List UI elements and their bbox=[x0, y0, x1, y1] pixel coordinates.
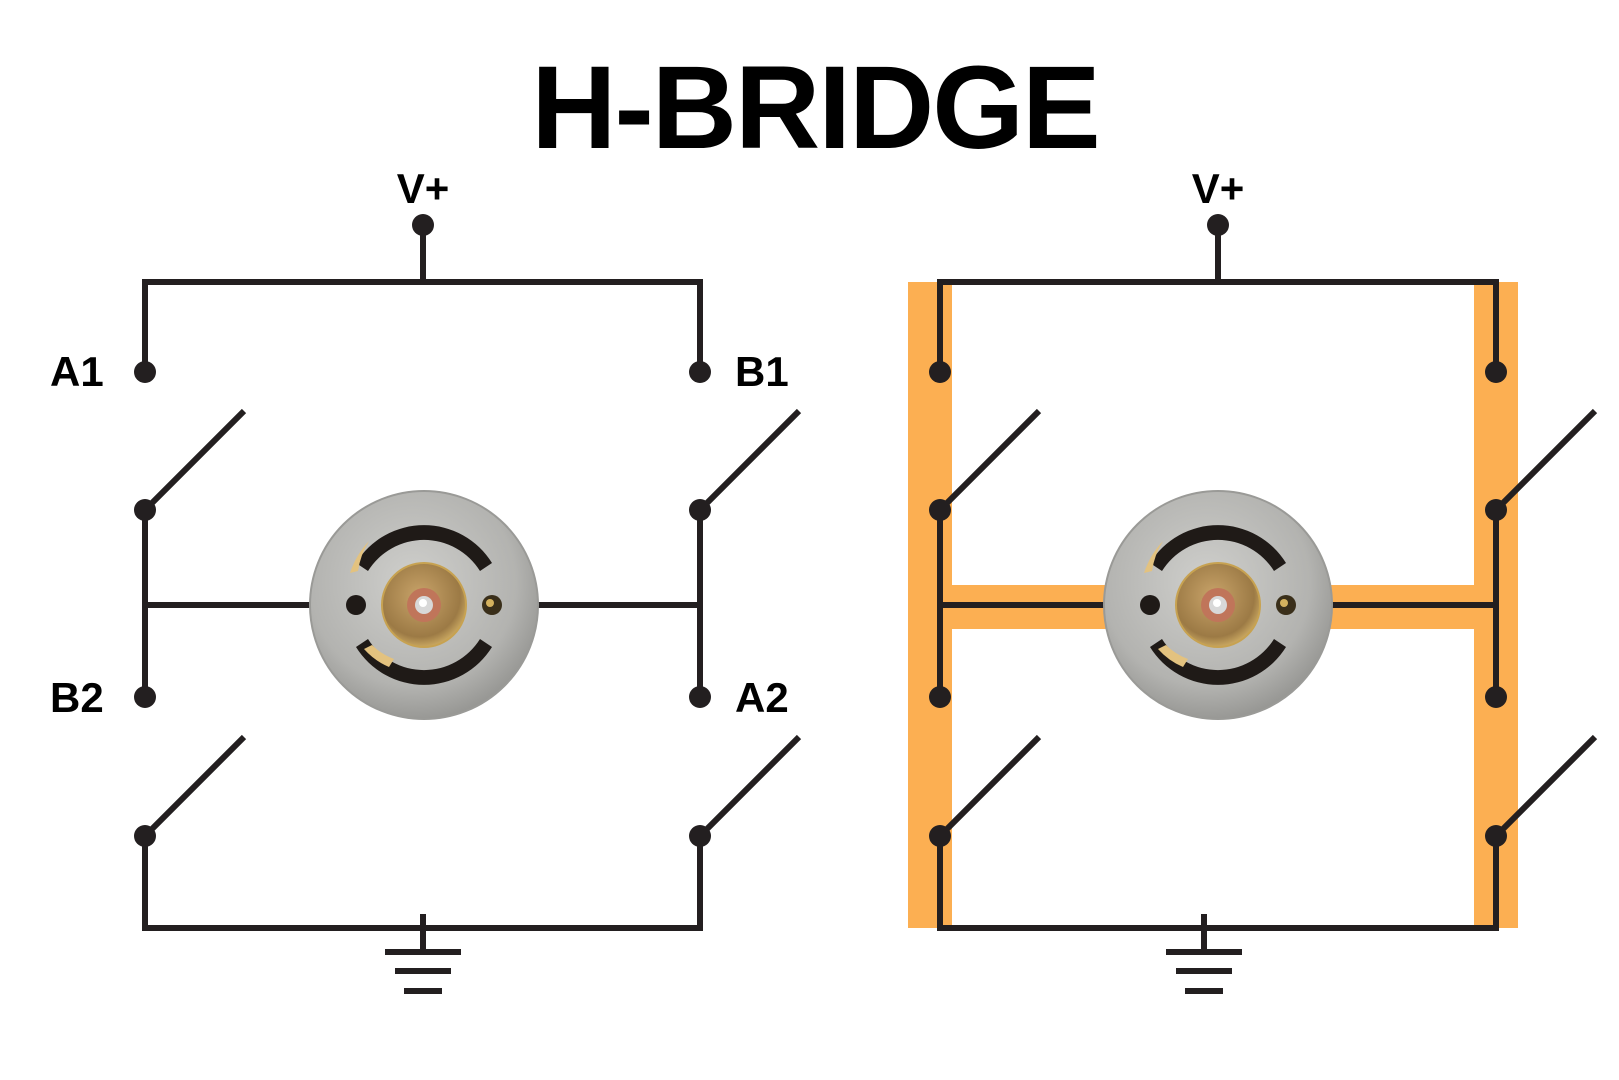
supply-label: V+ bbox=[397, 165, 450, 212]
switch-top-right-terminal-top bbox=[1485, 361, 1507, 383]
switch-label-b1: B1 bbox=[735, 348, 789, 395]
right-h-bridge: V+ bbox=[908, 165, 1598, 994]
supply-label: V+ bbox=[1192, 165, 1245, 212]
switch-a2-terminal-top bbox=[689, 686, 711, 708]
switch-b1-terminal-top bbox=[689, 361, 711, 383]
switch-b1-blade bbox=[697, 408, 802, 513]
left-h-bridge: V+ A1 B1 B2 A2 bbox=[50, 165, 802, 994]
dc-motor-icon bbox=[1103, 490, 1333, 720]
top-rail bbox=[142, 279, 703, 372]
switch-a1-blade bbox=[142, 408, 247, 513]
switch-label-a1: A1 bbox=[50, 348, 104, 395]
switch-bottom-left-terminal-top bbox=[929, 686, 951, 708]
bottom-rail bbox=[937, 836, 1499, 931]
switch-a2-blade bbox=[697, 734, 802, 839]
switch-bottom-right-blade bbox=[1493, 734, 1598, 839]
switch-top-left-blade bbox=[937, 408, 1042, 513]
ground-icon bbox=[1166, 914, 1242, 994]
dc-motor-icon bbox=[309, 490, 539, 720]
switch-b2-blade bbox=[142, 734, 247, 839]
switch-label-b2: B2 bbox=[50, 674, 104, 721]
switch-bottom-right-terminal-top bbox=[1485, 686, 1507, 708]
top-rail bbox=[937, 279, 1499, 372]
switch-top-right-blade bbox=[1493, 408, 1598, 513]
switch-bottom-left-blade bbox=[937, 734, 1042, 839]
ground-icon bbox=[385, 914, 461, 994]
switch-a1-terminal-top bbox=[134, 361, 156, 383]
switch-b2-terminal-top bbox=[134, 686, 156, 708]
switch-label-a2: A2 bbox=[735, 674, 789, 721]
switch-top-left-terminal-top bbox=[929, 361, 951, 383]
diagram-title: H-BRIDGE bbox=[531, 42, 1098, 174]
